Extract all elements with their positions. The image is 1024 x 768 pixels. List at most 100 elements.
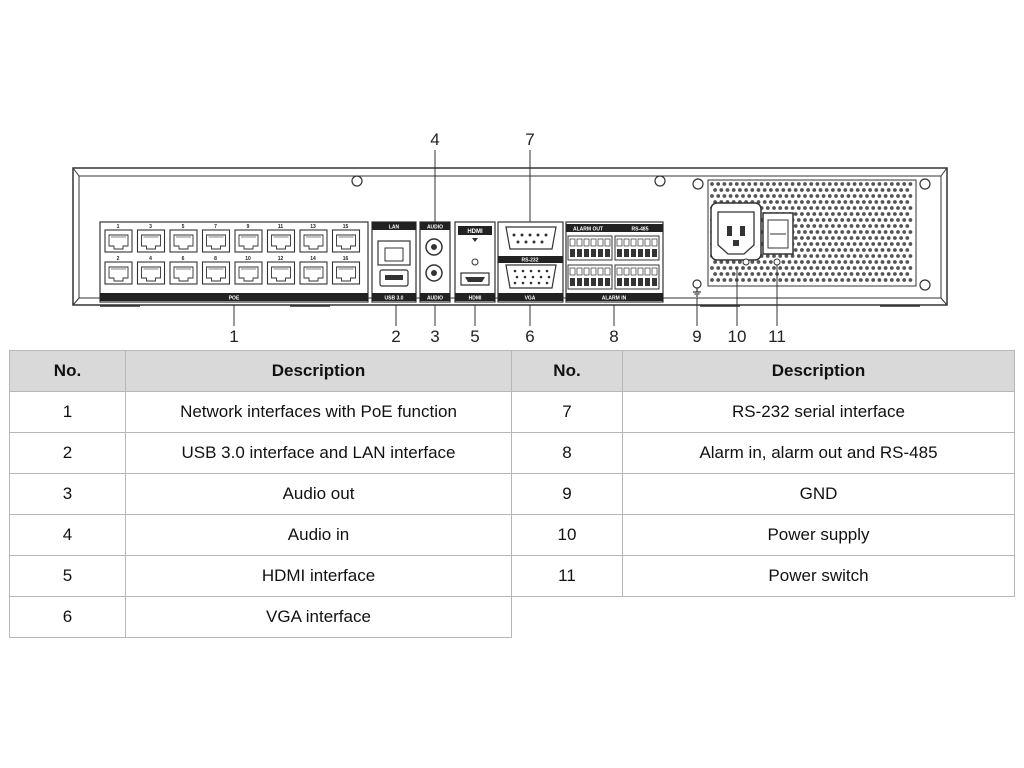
poe-port-number: 3 [149,224,152,230]
poe-ethernet-port [201,229,231,253]
row-no: 9 [511,473,623,515]
audio-block: AUDIO AUDIO [419,221,451,303]
poe-port-number: 8 [214,256,217,262]
row-description: USB 3.0 interface and LAN interface [125,432,512,474]
row-description: Network interfaces with PoE function [125,391,512,433]
vga-port [505,264,557,289]
poe-port-number: 15 [343,224,349,230]
poe-ethernet-port [169,229,198,253]
poe-port-number: 6 [182,256,185,262]
row-description: Audio out [125,473,512,515]
row-no: 4 [9,514,126,556]
callout-numbers: 1 2 3 4 5 6 7 8 9 10 11 [229,130,786,346]
header-description-right: Description [622,350,1015,392]
callout-10: 10 [728,327,747,346]
poe-ethernet-port [299,261,328,285]
chassis [72,167,948,307]
row-no: 11 [511,555,623,597]
poe-ethernet-port [104,229,133,253]
poe-port-number: 9 [247,224,250,230]
empty-cell [512,597,623,638]
psu-vent [707,179,917,287]
callout-3: 3 [430,327,439,346]
row-no: 7 [511,391,623,433]
row-description: Alarm in, alarm out and RS-485 [622,432,1015,474]
callout-8: 8 [609,327,618,346]
row-description: Audio in [125,514,512,556]
poe-port-number: 14 [310,256,316,262]
poe-ethernet-port [266,229,296,253]
row-description: GND [622,473,1015,515]
audio-in-label: AUDIO [427,225,443,231]
audio-out-label: AUDIO [427,296,443,302]
poe-port-number: 4 [149,256,152,262]
row-description: HDMI interface [125,555,512,597]
row-no: 3 [9,473,126,515]
row-description: RS-232 serial interface [622,391,1015,433]
poe-ethernet-port [234,229,263,253]
row-description: Power switch [622,555,1015,597]
lan-usb-block: LAN USB 3.0 [371,221,417,303]
table-header-row: No. Description No. Description [9,350,1015,392]
row-description: VGA interface [125,596,512,638]
callout-2: 2 [391,327,400,346]
usb-label: USB 3.0 [385,296,404,302]
poe-port-number: 12 [278,256,284,262]
poe-port-number: 11 [278,224,284,230]
row-no: 8 [511,432,623,474]
poe-ethernet-port [201,261,231,285]
table-row: 3 Audio out 9 GND [9,473,1015,515]
table-row: 2 USB 3.0 interface and LAN interface 8 … [9,432,1015,474]
table-row: 5 HDMI interface 11 Power switch [9,555,1015,597]
callout-6: 6 [525,327,534,346]
callout-4: 4 [430,130,439,149]
poe-port-number: 13 [310,224,316,230]
poe-ethernet-port [234,261,263,285]
callout-11: 11 [768,327,786,346]
table-row: 1 Network interfaces with PoE function 7… [9,391,1015,433]
screws [351,175,931,291]
empty-cell [623,597,1015,638]
row-description: Power supply [622,514,1015,556]
row-no: 10 [511,514,623,556]
gnd-terminal [692,279,702,297]
callout-1: 1 [229,327,238,346]
alarm-block: ALARM OUT RS-485 ALARM IN [565,221,664,303]
vga-label: VGA [525,296,536,302]
poe-port-number: 10 [245,256,251,262]
callout-leader-lines [233,150,778,326]
callout-7: 7 [525,130,534,149]
hdmi-label: HDMI [469,296,482,302]
row-no: 2 [9,432,126,474]
row-no: 5 [9,555,126,597]
port-legend-table: No. Description No. Description 1 Networ… [9,350,1015,638]
terminal-block [614,264,660,290]
poe-ethernet-port [169,261,198,285]
rs232-label: RS-232 [522,258,539,264]
header-description-left: Description [125,350,512,392]
table-row: 4 Audio in 10 Power supply [9,514,1015,556]
terminal-block [614,235,660,261]
row-no: 6 [9,596,126,638]
terminal-block [567,264,613,290]
poe-port-number: 5 [182,224,185,230]
poe-ethernet-port [266,261,296,285]
header-no-right: No. [511,350,623,392]
alarm-out-label: ALARM OUT [573,227,603,233]
callout-5: 5 [470,327,479,346]
callout-9: 9 [692,327,701,346]
table-row: 6 VGA interface [9,596,1015,638]
header-no-left: No. [9,350,126,392]
row-no: 1 [9,391,126,433]
terminal-block [567,235,613,261]
hdmi-logo: HDMI [467,229,483,235]
poe-port-number: 16 [343,256,349,262]
lan-label: LAN [389,225,400,231]
poe-port-number: 7 [214,224,217,230]
alarm-in-label: ALARM IN [602,296,627,302]
poe-port-number: 2 [117,256,120,262]
poe-ethernet-port [331,229,361,253]
serial-vga-block: RS-232 VGA [497,221,564,303]
